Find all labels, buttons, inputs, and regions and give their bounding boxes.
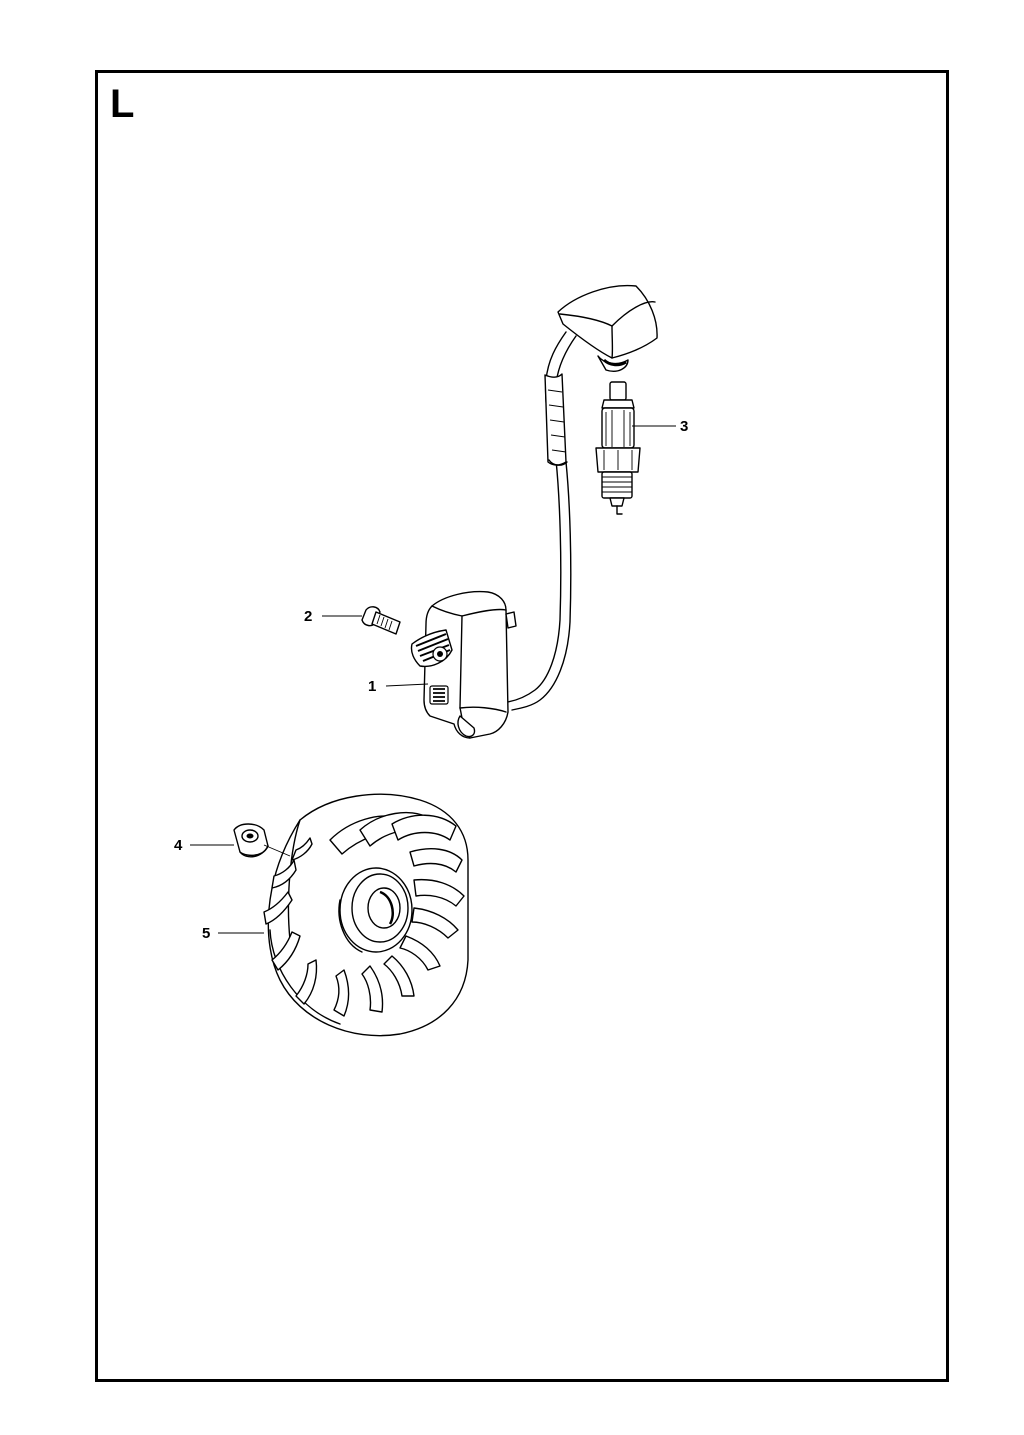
nut — [233, 823, 269, 858]
callout-3: 3 — [680, 418, 688, 435]
leader-line-1 — [385, 683, 429, 687]
diagram-frame — [95, 70, 949, 1382]
callout-4: 4 — [174, 837, 183, 854]
spark-plug-boot — [557, 284, 658, 372]
callout-2: 2 — [304, 608, 312, 625]
leader-lines — [190, 425, 676, 934]
flywheel — [263, 793, 469, 1037]
spark-plug — [595, 381, 641, 515]
ignition-lead-wire — [507, 331, 577, 711]
callout-5: 5 — [202, 925, 210, 942]
screw — [361, 606, 401, 635]
callout-1: 1 — [368, 678, 376, 695]
ignition-module — [410, 590, 517, 739]
leader-line-4b — [263, 844, 291, 857]
section-letter: L — [110, 82, 135, 126]
